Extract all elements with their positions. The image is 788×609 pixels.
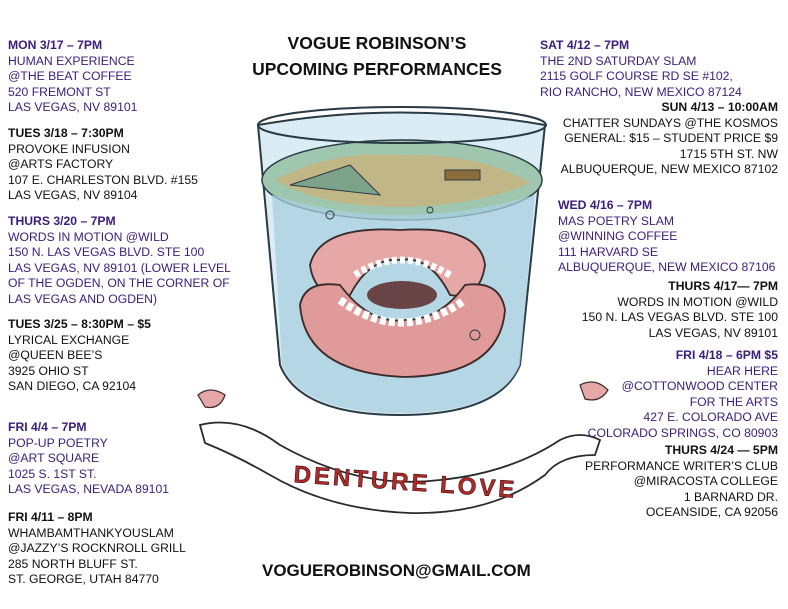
event-line: FOR THE ARTS: [689, 394, 778, 409]
event-line: 427 E. COLORADO AVE: [643, 410, 778, 424]
event-right-2: SUN 4/13 – 10:00AM CHATTER SUNDAYS @THE …: [561, 100, 778, 178]
event-line: 285 NORTH BLUFF ST.: [8, 556, 138, 571]
event-right-1: SAT 4/12 – 7PM THE 2ND SATURDAY SLAM 211…: [540, 38, 742, 100]
event-left-5: FRI 4/4 – 7PM POP-UP POETRY @ART SQUARE …: [8, 420, 169, 498]
event-line: LAS VEGAS, NV 89101: [648, 325, 778, 340]
event-date: TUES 3/25 – 8:30PM – $5: [8, 317, 151, 331]
event-left-6: FRI 4/11 – 8PM WHAMBAMTHANKYOUSLAM @JAZZ…: [8, 510, 186, 588]
event-date: SAT 4/12 – 7PM: [540, 38, 630, 52]
small-denture-right: [579, 381, 609, 401]
event-line: 520 FREMONT ST: [8, 84, 111, 99]
event-date: THURS 3/20 – 7PM: [8, 214, 116, 228]
event-line: LAS VEGAS AND OGDEN): [8, 291, 157, 306]
poster-title: VOGUE ROBINSON’S UPCOMING PERFORMANCES: [232, 30, 522, 82]
event-line: RIO RANCHO, NEW MEXICO 87124: [540, 84, 742, 99]
event-line: SAN DIEGO, CA 92104: [8, 379, 137, 393]
event-line: @ART SQUARE: [8, 451, 100, 465]
event-date: FRI 4/4 – 7PM: [8, 420, 87, 434]
event-date: SUN 4/13 – 10:00AM: [661, 100, 778, 114]
event-right-6: THURS 4/24 — 5PM PERFORMANCE WRITER’S CL…: [585, 443, 778, 521]
title-line-1: VOGUE ROBINSON’S: [287, 33, 467, 53]
event-line: 107 E. CHARLESTON BLVD. #155: [8, 172, 198, 187]
event-line: 1715 5TH ST. NW: [679, 146, 778, 161]
event-line: @ARTS FACTORY: [8, 157, 114, 171]
event-right-4: THURS 4/17— 7PM WORDS IN MOTION @WILD 15…: [582, 279, 778, 341]
event-line: WHAMBAMTHANKYOUSLAM: [8, 525, 174, 540]
event-line: WORDS IN MOTION @WILD: [8, 229, 169, 244]
event-line: ST. GEORGE, UTAH 84770: [8, 572, 159, 586]
event-line: LAS VEGAS, NV 89104: [8, 188, 138, 202]
event-line: OF THE OGDEN, ON THE CORNER OF: [8, 276, 230, 290]
denture-glass-illustration: DENTURE LOVE: [197, 106, 609, 514]
event-right-5: FRI 4/18 – 6PM $5 HEAR HERE @COTTONWOOD …: [588, 348, 778, 441]
event-line: 111 HARVARD SE: [558, 244, 659, 259]
event-date: FRI 4/11 – 8PM: [8, 510, 93, 524]
event-date: THURS 4/24 — 5PM: [664, 443, 778, 457]
event-line: THE 2ND SATURDAY SLAM: [540, 53, 697, 68]
event-line: 150 N. LAS VEGAS BLVD. STE 100: [581, 310, 778, 324]
event-line: @COTTONWOOD CENTER: [621, 379, 778, 393]
event-line: @QUEEN BEE’S: [8, 348, 103, 362]
event-line: COLORADO SPRINGS, CO 80903: [587, 425, 778, 440]
event-line: MAS POETRY SLAM: [558, 213, 675, 228]
event-date: WED 4/16 – 7PM: [558, 198, 653, 212]
event-line: POP-UP POETRY: [8, 435, 108, 450]
event-date: MON 3/17 – 7PM: [8, 38, 103, 52]
event-left-1: MON 3/17 – 7PM HUMAN EXPERIENCE @THE BEA…: [8, 38, 137, 116]
event-line: PERFORMANCE WRITER’S CLUB: [585, 458, 778, 473]
event-line: 150 N. LAS VEGAS BLVD. STE 100: [8, 245, 205, 259]
event-line: LAS VEGAS, NV 89101 (LOWER LEVEL: [8, 260, 231, 275]
event-line: @WINNING COFFEE: [558, 229, 678, 243]
contact-email[interactable]: VOGUEROBINSON@GMAIL.COM: [262, 561, 531, 580]
event-line: ALBUQUERQUE, NEW MEXICO 87102: [560, 162, 778, 176]
event-line: 1 BARNARD DR.: [683, 489, 778, 504]
title-line-2: UPCOMING PERFORMANCES: [252, 59, 502, 79]
event-line: 3925 OHIO ST: [8, 363, 89, 378]
event-line: PROVOKE INFUSION: [8, 141, 130, 156]
event-line: GENERAL: $15 – STUDENT PRICE $9: [564, 131, 778, 145]
event-line: LYRICAL EXCHANGE: [8, 332, 130, 347]
banner-ribbon: [198, 421, 602, 514]
event-line: 2115 GOLF COURSE RD SE #102,: [540, 69, 733, 83]
event-line: WORDS IN MOTION @WILD: [617, 294, 778, 309]
event-line: ALBUQUERQUE, NEW MEXICO 87106: [558, 260, 776, 274]
event-line: @JAZZY’S ROCKNROLL GRILL: [8, 541, 186, 555]
event-date: TUES 3/18 – 7:30PM: [8, 126, 124, 140]
event-line: 1025 S. 1ST ST.: [8, 466, 97, 481]
event-line: LAS VEGAS, NEVADA 89101: [8, 482, 170, 496]
event-left-3: THURS 3/20 – 7PM WORDS IN MOTION @WILD 1…: [8, 214, 231, 307]
event-right-3: WED 4/16 – 7PM MAS POETRY SLAM @WINNING …: [558, 198, 775, 276]
event-line: OCEANSIDE, CA 92056: [645, 505, 778, 519]
event-date: THURS 4/17— 7PM: [668, 279, 778, 293]
event-left-2: TUES 3/18 – 7:30PM PROVOKE INFUSION @ART…: [8, 126, 198, 204]
event-date: FRI 4/18 – 6PM $5: [675, 348, 778, 362]
event-line: HEAR HERE: [706, 363, 778, 378]
small-denture-left: [197, 389, 226, 409]
event-line: @MIRACOSTA COLLEGE: [633, 474, 778, 488]
event-line: @THE BEAT COFFEE: [8, 69, 132, 83]
event-line: CHATTER SUNDAYS @THE KOSMOS: [562, 115, 778, 130]
event-line: LAS VEGAS, NV 89101: [8, 100, 138, 114]
event-line: HUMAN EXPERIENCE: [8, 53, 135, 68]
event-left-4: TUES 3/25 – 8:30PM – $5 LYRICAL EXCHANGE…: [8, 317, 151, 395]
